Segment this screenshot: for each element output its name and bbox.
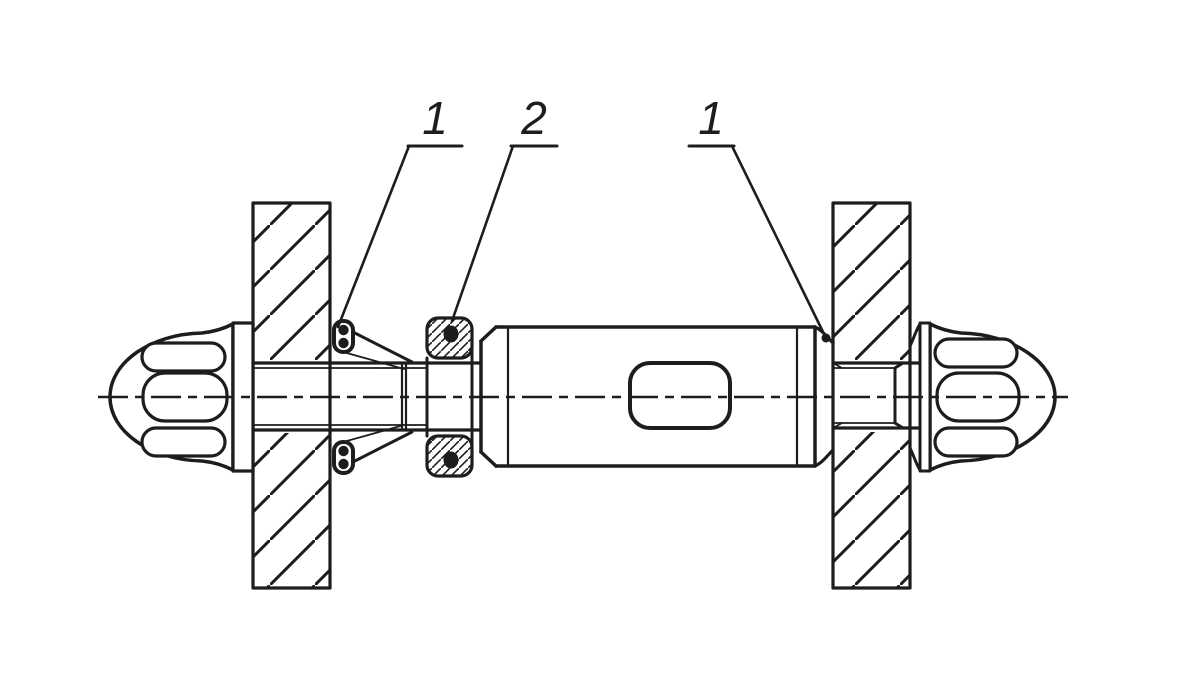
callout-1-right: 1 [687,92,831,343]
callout-1-right-leader [730,144,827,338]
collar-seal-2 [425,316,474,478]
callout-2-leader [450,144,515,323]
callout-1-left-leader [336,144,411,329]
sleeve-slot [628,361,732,430]
left-plate [251,201,332,590]
callout-1-left: 1 [336,92,464,329]
end-washer-bottom [813,448,835,468]
right-knob [908,321,1057,473]
left-knob-groove-top [140,341,227,373]
callout-1-right-label: 1 [698,92,724,144]
cone-washer [335,327,414,467]
callout-1-left-label: 1 [422,92,448,144]
callout-2-label: 2 [520,92,547,144]
seal-ring-1 [332,319,355,475]
callout-1-right-leader-dot [821,333,831,343]
right-plate-thread [831,361,922,430]
right-plate [831,201,912,590]
callout-2: 2 [450,92,559,323]
left-knob-groove-bottom [140,426,227,458]
right-knob-groove-bottom [933,426,1019,458]
right-knob-groove-top [933,337,1019,369]
